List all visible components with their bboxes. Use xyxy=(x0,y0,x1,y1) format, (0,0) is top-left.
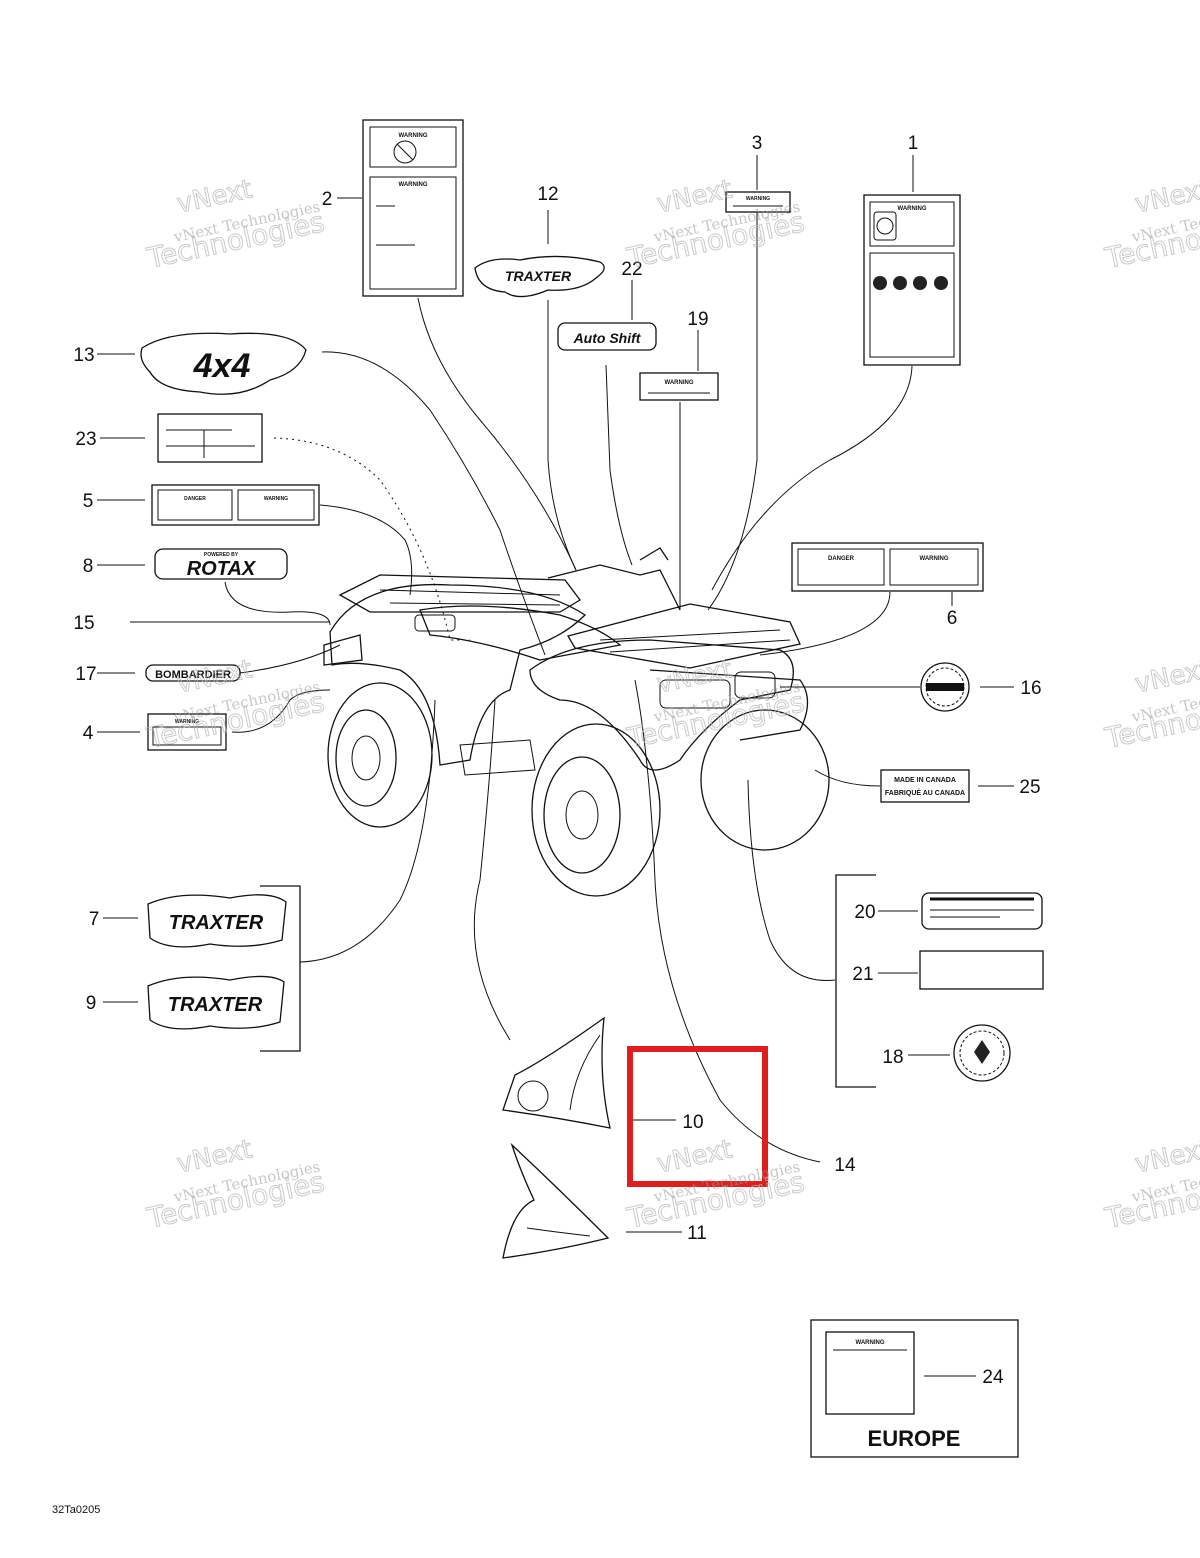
svg-text:WARNING: WARNING xyxy=(665,380,694,386)
callout-numbers: 1 2 3 4 5 6 7 8 9 10 11 12 13 14 15 16 1… xyxy=(73,133,1041,1388)
svg-text:vNext: vNext xyxy=(1132,654,1200,699)
svg-text:MADE IN CANADA: MADE IN CANADA xyxy=(894,777,956,784)
callout-9[interactable]: 9 xyxy=(86,993,97,1014)
svg-text:BOMBARDIER: BOMBARDIER xyxy=(155,669,231,681)
svg-text:WARNING: WARNING xyxy=(746,196,770,202)
callout-22[interactable]: 22 xyxy=(621,259,642,280)
svg-text:WARNING: WARNING xyxy=(399,182,428,188)
decal-18-round-emblem xyxy=(953,1024,1011,1082)
decal-16-round-badge xyxy=(920,662,970,712)
decal-25-made-in-canada: MADE IN CANADA FABRIQUÉ AU CANADA xyxy=(880,769,970,803)
svg-text:TRAXTER: TRAXTER xyxy=(168,994,263,1016)
callout-15[interactable]: 15 xyxy=(73,613,94,634)
callout-14[interactable]: 14 xyxy=(834,1155,856,1176)
callout-7[interactable]: 7 xyxy=(89,909,100,930)
callout-19[interactable]: 19 xyxy=(687,309,708,330)
svg-text:ROTAX: ROTAX xyxy=(187,558,257,580)
svg-text:TRAXTER: TRAXTER xyxy=(169,912,264,934)
decal-19-warning-label: WARNING xyxy=(639,372,719,401)
callout-8[interactable]: 8 xyxy=(83,556,94,577)
bracket-7-9 xyxy=(260,885,301,1052)
decal-7-traxter: TRAXTER xyxy=(147,894,287,948)
reference-code: 32Ta0205 xyxy=(52,1504,100,1516)
atv-illustration xyxy=(323,547,830,897)
callout-23[interactable]: 23 xyxy=(75,429,96,450)
callout-16[interactable]: 16 xyxy=(1020,678,1041,699)
decal-10-fender-shard xyxy=(502,1016,611,1129)
svg-text:vNext: vNext xyxy=(1132,174,1200,219)
svg-text:vNext: vNext xyxy=(1132,1134,1200,1179)
callout-17[interactable]: 17 xyxy=(75,664,96,685)
callout-13[interactable]: 13 xyxy=(73,345,94,366)
decal-8-rotax: POWERED BY ROTAX xyxy=(154,548,288,580)
callout-2[interactable]: 2 xyxy=(322,189,333,210)
highlight-box-callout-10 xyxy=(627,1046,768,1187)
svg-text:POWERED BY: POWERED BY xyxy=(204,552,239,558)
callout-25[interactable]: 25 xyxy=(1019,777,1040,798)
decal-20-info-label xyxy=(921,892,1043,930)
decal-2-warning-label: WARNING WARNING xyxy=(362,119,464,297)
callout-3[interactable]: 3 xyxy=(752,133,763,154)
decal-1-warning-label: WARNING xyxy=(863,194,961,366)
callout-11[interactable]: 11 xyxy=(687,1223,707,1244)
callout-18[interactable]: 18 xyxy=(882,1047,903,1068)
callout-21[interactable]: 21 xyxy=(852,964,873,985)
svg-text:DANGER: DANGER xyxy=(828,556,855,562)
leader-lines xyxy=(130,212,920,1233)
svg-text:FABRIQUÉ AU CANADA: FABRIQUÉ AU CANADA xyxy=(885,788,965,797)
decal-4-warning-label: WARNING xyxy=(147,713,227,751)
callout-12[interactable]: 12 xyxy=(537,184,558,205)
callout-10[interactable]: 10 xyxy=(682,1112,703,1133)
callout-20[interactable]: 20 xyxy=(854,902,875,923)
svg-text:DANGER: DANGER xyxy=(184,496,206,502)
bracket-20-21-18 xyxy=(835,874,876,1088)
decal-9-traxter: TRAXTER xyxy=(147,975,285,1030)
callout-1[interactable]: 1 xyxy=(908,133,919,154)
decal-12-traxter: TRAXTER xyxy=(474,255,605,298)
svg-text:TRAXTER: TRAXTER xyxy=(505,268,572,284)
svg-text:4x4: 4x4 xyxy=(193,347,251,385)
svg-text:WARNING: WARNING xyxy=(898,206,927,212)
svg-text:Auto Shift: Auto Shift xyxy=(573,330,642,346)
callout-24[interactable]: 24 xyxy=(982,1367,1004,1388)
decal-22-auto-shift: Auto Shift xyxy=(557,322,657,351)
europe-box: WARNING EUROPE xyxy=(810,1319,1019,1458)
svg-text:WARNING: WARNING xyxy=(856,1340,885,1346)
decal-5-double-label: DANGER WARNING xyxy=(151,484,320,526)
decal-11-fender-shard xyxy=(502,1142,610,1259)
callout-4[interactable]: 4 xyxy=(83,723,94,744)
callout-5[interactable]: 5 xyxy=(83,491,94,512)
svg-text:WARNING: WARNING xyxy=(175,719,199,725)
svg-text:WARNING: WARNING xyxy=(399,133,428,139)
svg-text:WARNING: WARNING xyxy=(264,496,288,502)
europe-label: EUROPE xyxy=(868,1426,961,1451)
decal-3-warning-label: WARNING xyxy=(725,191,791,213)
callout-ticks xyxy=(97,155,1014,1377)
callout-6[interactable]: 6 xyxy=(947,608,958,629)
decal-23-label xyxy=(157,413,263,463)
decal-21-blank-label xyxy=(919,950,1044,990)
decal-13-4x4: 4x4 xyxy=(140,332,307,395)
decal-6-double-label: DANGER WARNING xyxy=(791,542,984,592)
svg-text:WARNING: WARNING xyxy=(920,556,949,562)
